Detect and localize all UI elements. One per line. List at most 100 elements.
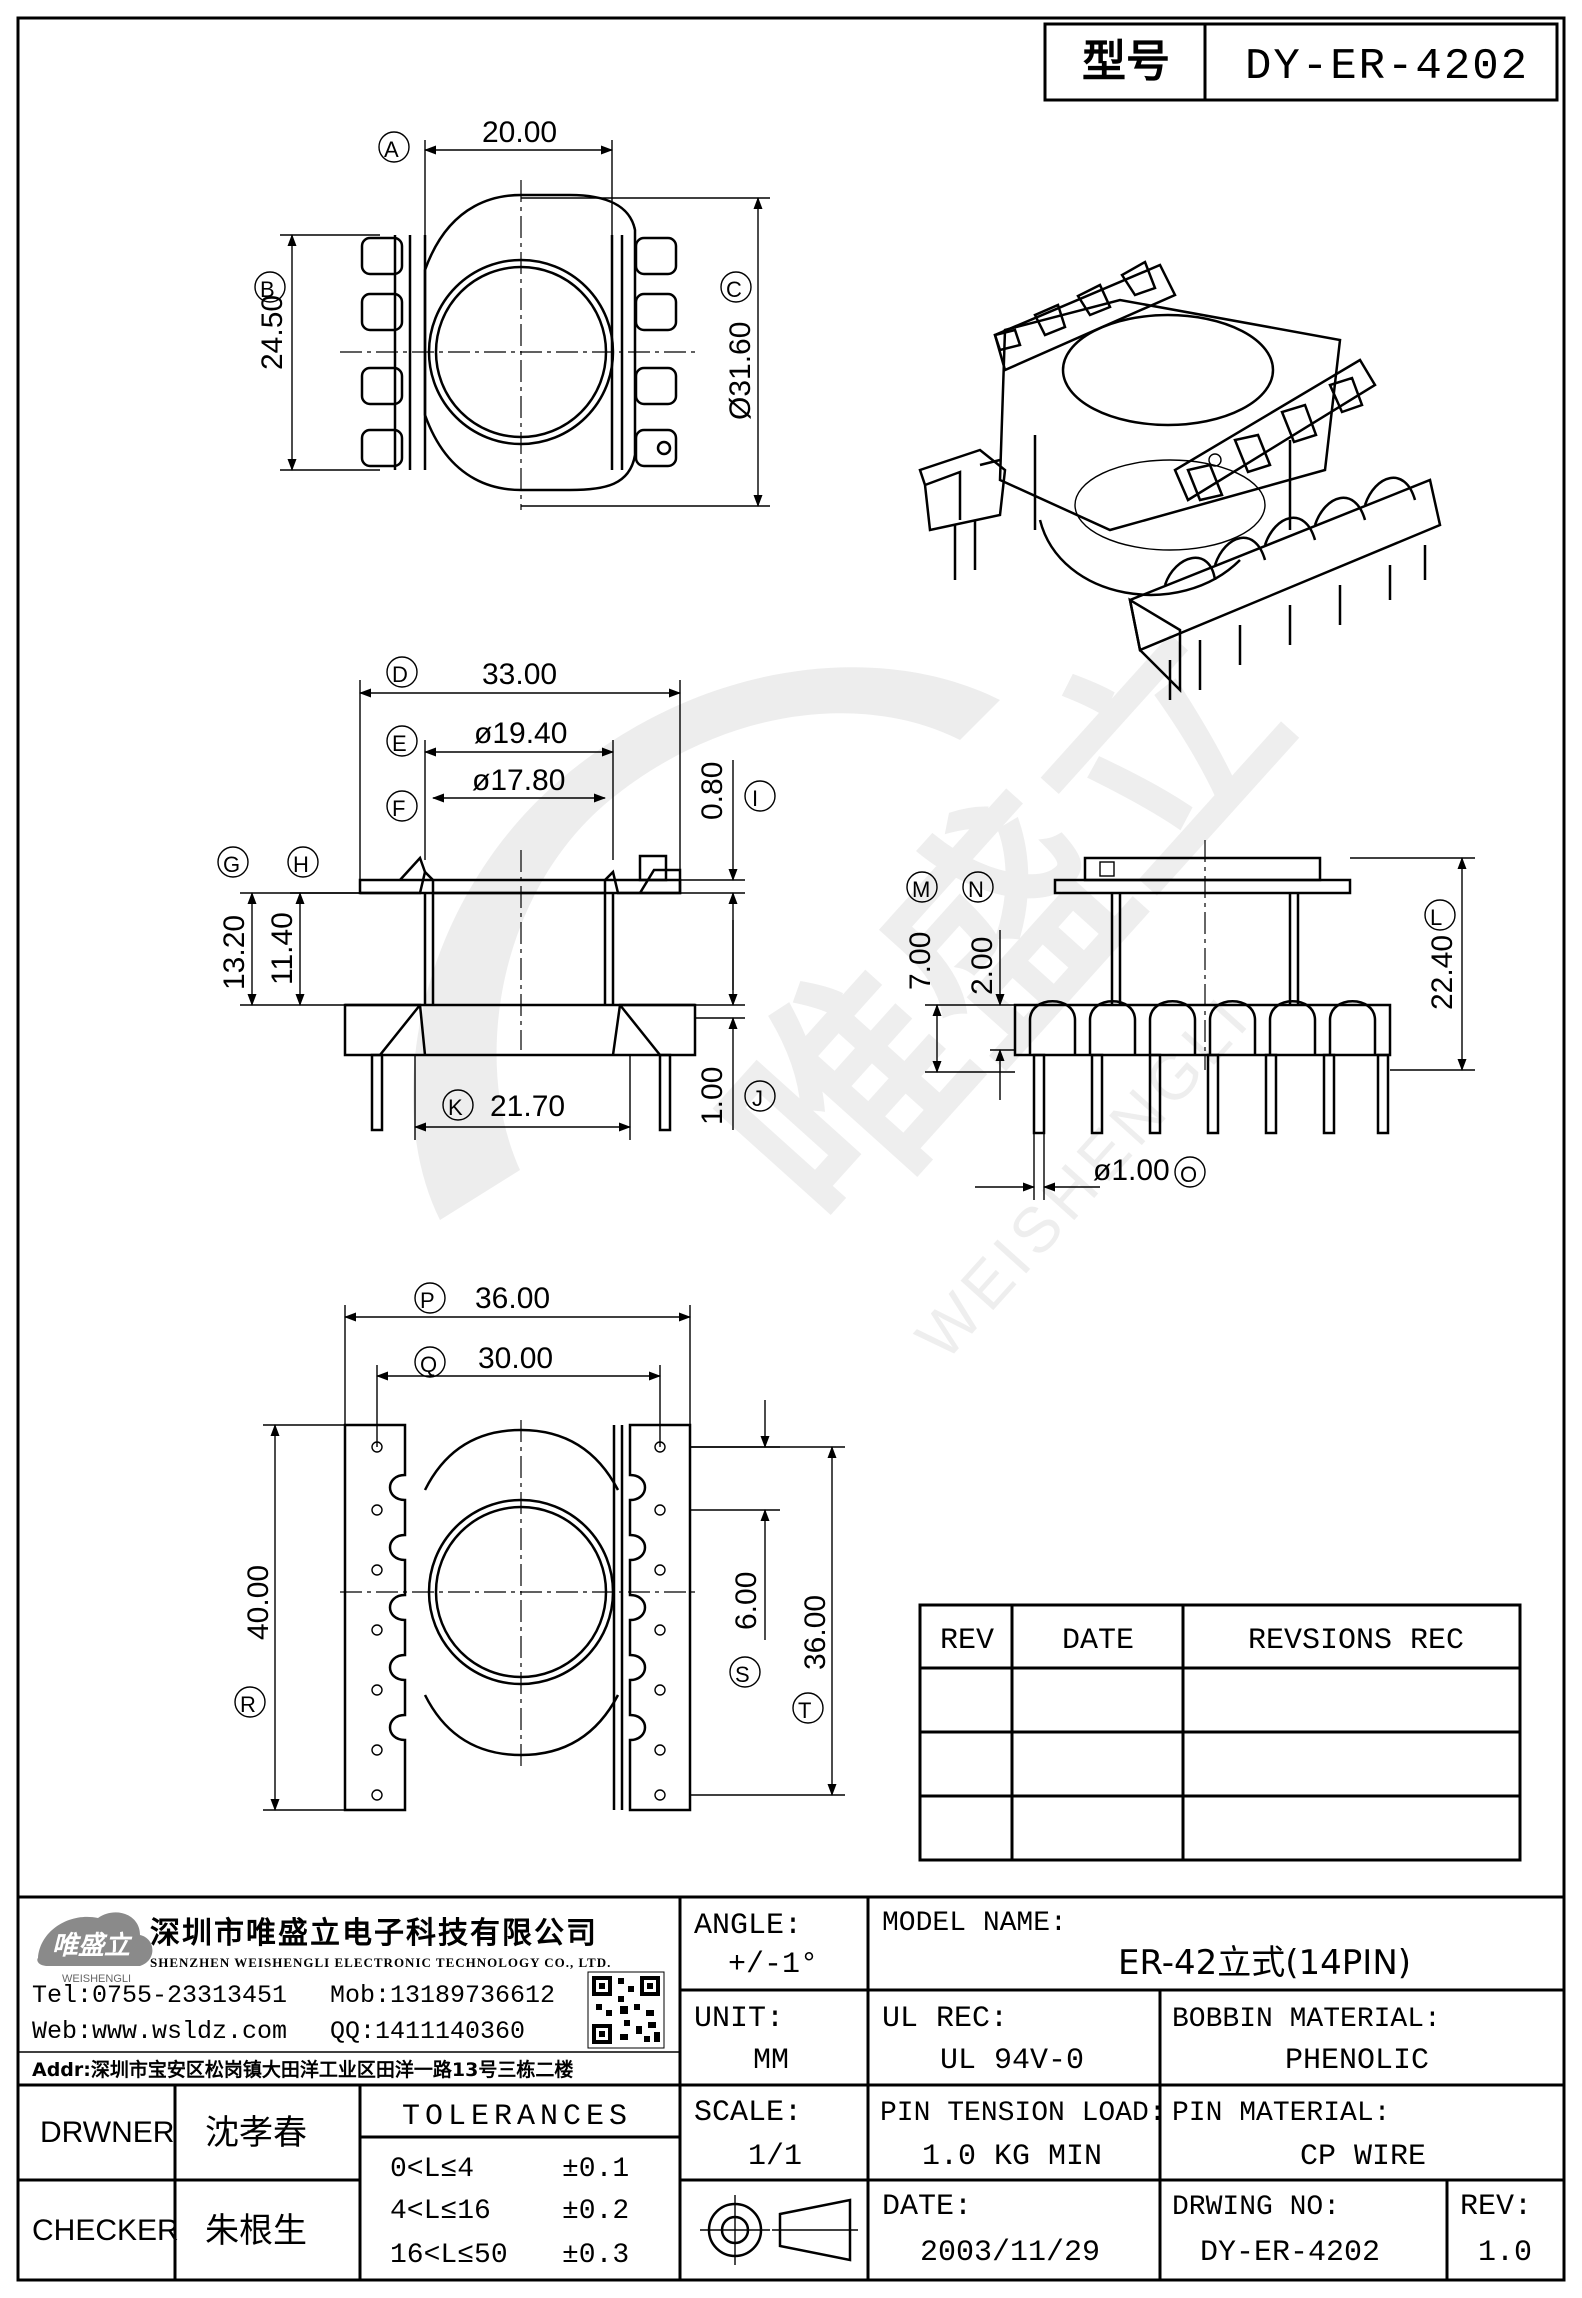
tolerance-range-1: 0<L≤4 <box>390 2154 474 2185</box>
unit-label: UNIT: <box>694 2002 784 2036</box>
bobbin-material-value: PHENOLIC <box>1285 2044 1429 2078</box>
dim-h-letter: H <box>293 852 309 877</box>
company-mob: Mob:13189736612 <box>330 1981 555 2010</box>
dim-e-value: ø19.40 <box>474 717 567 750</box>
dim-g-letter: G <box>223 852 240 877</box>
sheet-border <box>16 16 1566 2282</box>
company-logo: 唯盛立 WEISHENGLI <box>37 1912 153 1985</box>
dim-p-value: 36.00 <box>475 1282 550 1315</box>
title-block: 唯盛立 WEISHENGLI 深圳市唯盛立电子科技有限公司 SHENZHEN W… <box>18 1895 1564 2280</box>
dim-k-value: 21.70 <box>490 1090 565 1123</box>
tolerance-range-3: 16<L≤50 <box>390 2240 508 2271</box>
dim-o-value: ø1.00 <box>1093 1154 1170 1187</box>
dim-a-value: 20.00 <box>482 116 557 149</box>
dim-t-letter: T <box>798 1698 811 1723</box>
tolerance-value-1: ±0.1 <box>562 2154 629 2185</box>
unit-value: MM <box>753 2044 789 2078</box>
tolerance-value-2: ±0.2 <box>562 2196 629 2227</box>
front-view: 33.00 D ø19.40 E ø17.80 F 13.20 G 11.40 … <box>217 656 776 1140</box>
dim-l-letter: L <box>1430 905 1442 930</box>
dim-k-letter: K <box>448 1095 463 1120</box>
angle-label: ANGLE: <box>694 1909 802 1943</box>
type-label: 型号 <box>1082 36 1170 87</box>
dim-q-letter: Q <box>420 1352 437 1377</box>
dim-t-value: 36.00 <box>799 1595 832 1670</box>
company-address: Addr:深圳市宝安区松岗镇大田洋工业区田洋一路13号三栋二楼 <box>32 2058 573 2081</box>
rev-label: REV: <box>1460 2190 1532 2224</box>
side-view: 22.40 L 7.00 M 2.00 N ø1.00 O <box>904 840 1475 1200</box>
angle-value: +/-1° <box>728 1948 818 1982</box>
pin-material-label: PIN MATERIAL: <box>1172 2098 1390 2129</box>
dim-r-value: 40.00 <box>242 1565 275 1640</box>
drawing-no-label: DRWING NO: <box>1172 2192 1340 2223</box>
dim-n-value: 2.00 <box>966 937 999 995</box>
pin-tension-value: 1.0 KG MIN <box>922 2140 1102 2174</box>
dim-f-letter: F <box>392 796 405 821</box>
dim-c-letter: C <box>726 277 742 302</box>
date-label: DATE: <box>882 2190 972 2224</box>
qr-code-icon <box>587 1971 665 2049</box>
logo-text: 唯盛立 <box>52 1931 133 1961</box>
logo-subtext: WEISHENGLI <box>62 1973 131 1985</box>
dim-i-letter: I <box>752 786 758 811</box>
model-header: 型号 DY-ER-4202 <box>1043 22 1559 102</box>
dim-l-value: 22.40 <box>1426 935 1459 1010</box>
model-name-value: ER-42立式(14PIN) <box>1118 1943 1411 1983</box>
dim-o-letter: O <box>1180 1162 1197 1187</box>
dim-n-letter: N <box>968 877 984 902</box>
tolerance-range-2: 4<L≤16 <box>390 2196 491 2227</box>
drawing-no-value: DY-ER-4202 <box>1200 2236 1380 2270</box>
model-code: DY-ER-4202 <box>1245 42 1529 92</box>
dim-j-value: 1.00 <box>696 1067 729 1125</box>
pin-material-value: CP WIRE <box>1300 2140 1426 2174</box>
company-name-en: SHENZHEN WEISHENGLI ELECTRONIC TECHNOLOG… <box>150 1955 611 1970</box>
ul-rec-label: UL REC: <box>882 2002 1008 2036</box>
dim-b-value: 24.50 <box>256 295 289 370</box>
model-name-label: MODEL NAME: <box>882 1908 1067 1939</box>
isometric-view <box>918 260 1442 700</box>
dim-s-letter: S <box>735 1662 750 1687</box>
checker-label: CHECKER <box>32 2214 179 2247</box>
dim-q-value: 30.00 <box>478 1342 553 1375</box>
dim-s-value: 6.00 <box>730 1572 763 1630</box>
bottom-view: 36.00 P 30.00 Q 40.00 R 6.00 S 36.00 T <box>234 1282 845 1812</box>
pin-tension-label: PIN TENSION LOAD: <box>880 2098 1166 2129</box>
company-tel: Tel:0755-23313451 <box>32 1981 287 2010</box>
dim-m-letter: M <box>912 877 930 902</box>
top-view: 20.00 A 24.50 B Ø31.60 C <box>254 116 770 510</box>
drawer-name: 沈孝春 <box>205 2113 307 2153</box>
dim-e-letter: E <box>392 731 407 756</box>
dim-i-value: 0.80 <box>696 762 729 820</box>
dim-m-value: 7.00 <box>904 932 937 990</box>
tolerance-value-3: ±0.3 <box>562 2240 629 2271</box>
dim-h-value: 11.40 <box>266 912 299 985</box>
dim-g-value: 13.20 <box>218 915 251 990</box>
dim-c-value: Ø31.60 <box>724 322 757 420</box>
revision-table: REV DATE REVSIONS REC <box>918 1603 1522 1862</box>
dim-f-value: ø17.80 <box>472 764 565 797</box>
rev-value: 1.0 <box>1478 2236 1532 2270</box>
scale-label: SCALE: <box>694 2096 802 2130</box>
dim-a-letter: A <box>384 137 399 162</box>
revision-header-date: DATE <box>1062 1624 1134 1658</box>
dim-p-letter: P <box>420 1288 435 1313</box>
bobbin-material-label: BOBBIN MATERIAL: <box>1172 2004 1441 2035</box>
projection-symbol-icon <box>700 2195 858 2265</box>
scale-value: 1/1 <box>748 2140 802 2174</box>
ul-rec-value: UL 94V-0 <box>940 2044 1084 2078</box>
dim-b-letter: B <box>260 277 275 302</box>
dim-d-letter: D <box>392 662 408 687</box>
checker-name: 朱根生 <box>205 2211 307 2251</box>
date-value: 2003/11/29 <box>920 2236 1100 2270</box>
company-qq: QQ:1411140360 <box>330 2017 525 2046</box>
tolerances-label: TOLERANCES <box>402 2100 632 2134</box>
revision-header-rev: REV <box>940 1624 994 1658</box>
revision-header-rec: REVSIONS REC <box>1248 1624 1464 1658</box>
watermark: 唯盛立 WEISHENGLI <box>413 581 1337 1373</box>
dim-d-value: 33.00 <box>482 658 557 691</box>
company-name-cn: 深圳市唯盛立电子科技有限公司 <box>150 1916 598 1951</box>
dim-j-letter: J <box>752 1086 763 1111</box>
dim-r-letter: R <box>240 1692 256 1717</box>
company-web: Web:www.wsldz.com <box>32 2017 287 2046</box>
